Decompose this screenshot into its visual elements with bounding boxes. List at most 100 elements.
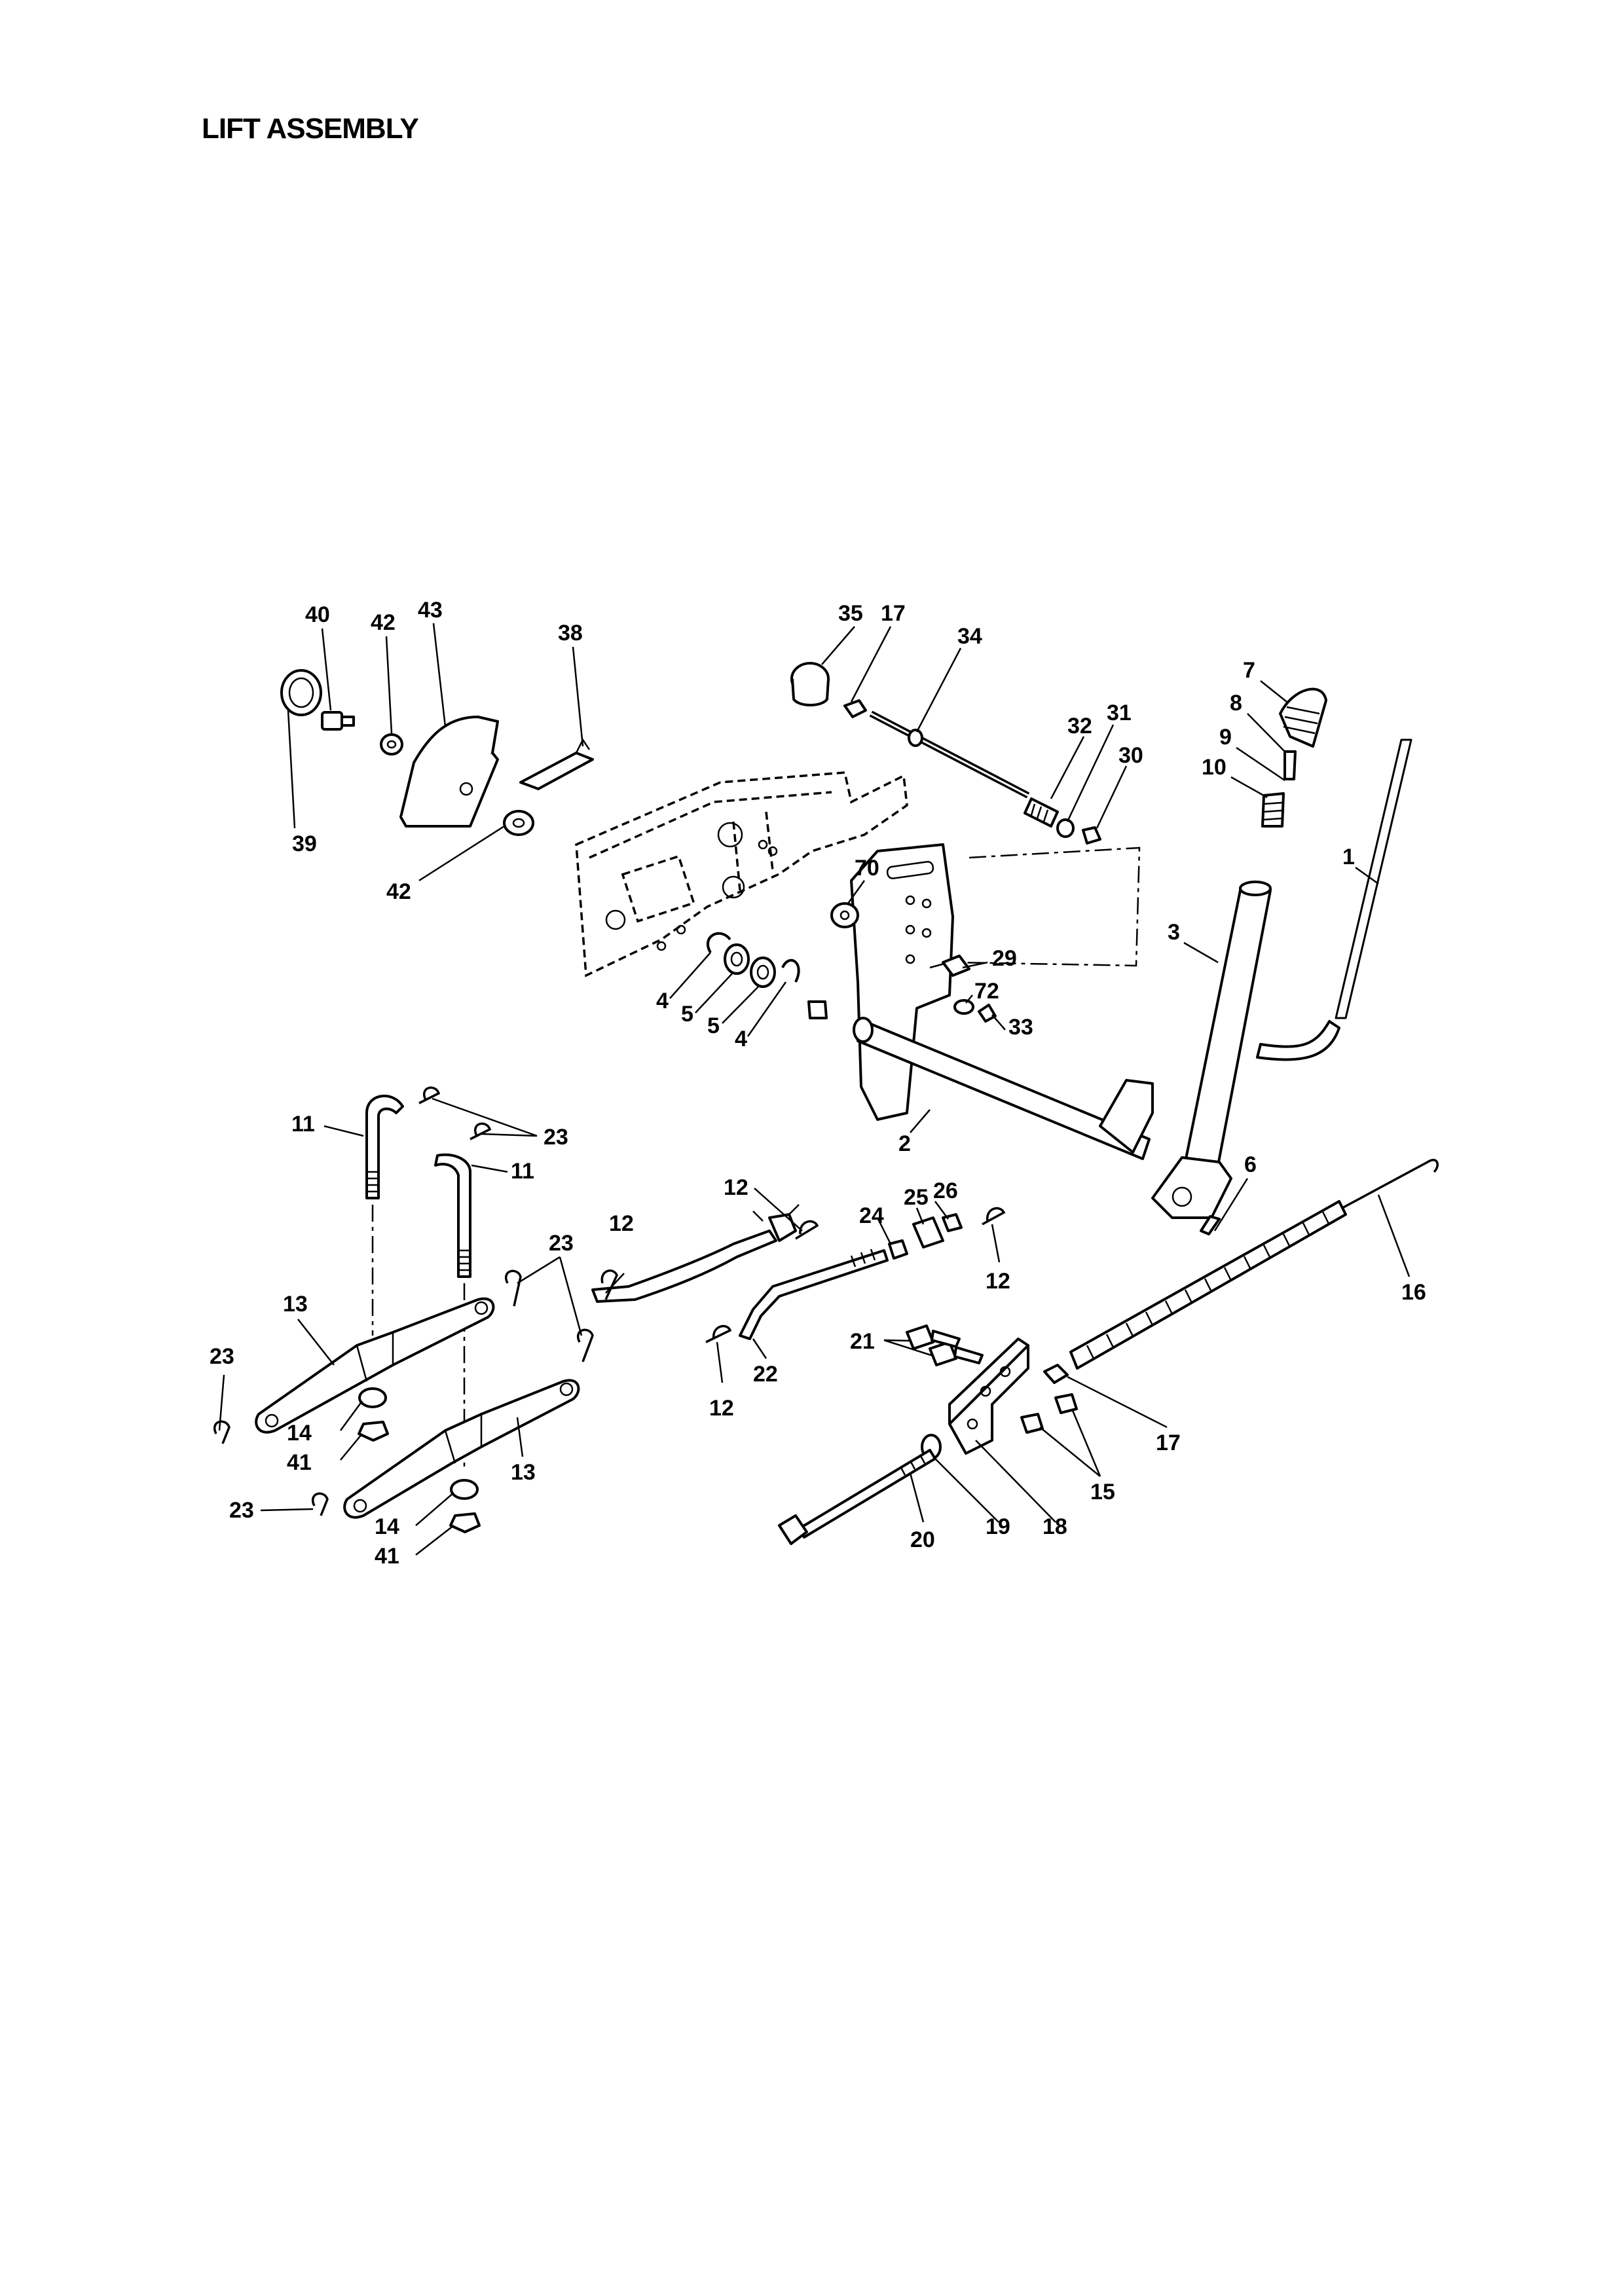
ferrule-nut-24-26: [888, 1213, 963, 1260]
part-labels: 40 42 43 38 39 42 35 17 34 32 31 30 7 8 …: [210, 598, 1426, 1569]
label-4-left: 4: [656, 989, 669, 1013]
label-23-middle: 23: [549, 1231, 574, 1256]
label-12-bottom: 12: [709, 1396, 734, 1421]
lift-rod: [1256, 738, 1412, 1061]
label-8: 8: [1230, 691, 1242, 716]
shaft-spring: [1024, 797, 1059, 828]
shaft-nut: [1082, 826, 1101, 845]
label-11-upper: 11: [291, 1112, 315, 1137]
label-41-upper: 41: [287, 1450, 312, 1475]
washer-upper: [380, 733, 403, 756]
label-12-left: 12: [609, 1211, 634, 1236]
bolt-33: [978, 1004, 997, 1023]
label-31: 31: [1107, 701, 1132, 725]
handle-spring: [1261, 792, 1285, 828]
washer-lower: [503, 810, 534, 836]
label-13-lower: 13: [511, 1460, 536, 1485]
label-29: 29: [992, 946, 1017, 971]
washer-72: [953, 999, 974, 1015]
label-18: 18: [1043, 1514, 1067, 1539]
lift-link-upper: [255, 1297, 495, 1434]
hairpin-clips: [213, 1086, 594, 1516]
label-14-lower: 14: [375, 1514, 399, 1539]
lift-link-rod-left: [365, 1095, 404, 1336]
lift-shaft-assembly: [807, 843, 1154, 1160]
snap-rings-bushings: [706, 932, 800, 988]
lift-clip: [519, 738, 594, 790]
front-drawbar: [591, 1204, 800, 1303]
label-42-lower: 42: [386, 879, 411, 904]
clips-12: [600, 1207, 1006, 1343]
label-19: 19: [986, 1514, 1010, 1539]
label-13-upper: 13: [283, 1292, 308, 1317]
label-6: 6: [1244, 1152, 1257, 1177]
lift-handle-lever: [1151, 881, 1272, 1219]
washers-nuts-lower-left: [358, 1387, 481, 1533]
label-16: 16: [1401, 1280, 1426, 1305]
bracket-nuts-15: [1020, 1393, 1078, 1434]
bolts-21: [906, 1324, 984, 1366]
lift-link-lower: [343, 1379, 580, 1519]
label-23-upper: 23: [544, 1125, 568, 1150]
label-12-right: 12: [986, 1269, 1010, 1294]
label-39: 39: [292, 831, 317, 856]
label-15: 15: [1090, 1480, 1115, 1504]
spring-bracket-18: [948, 1338, 1029, 1455]
label-20: 20: [910, 1527, 935, 1552]
height-cam: [399, 716, 499, 828]
label-5-right: 5: [707, 1013, 720, 1038]
height-adjust-knob: [280, 669, 322, 716]
trunnion-29: [929, 955, 970, 977]
label-33: 33: [1008, 1015, 1033, 1040]
pivot-reference-line: [955, 847, 1141, 967]
page-title: LIFT ASSEMBLY: [202, 113, 419, 145]
handle-pin: [1283, 750, 1297, 780]
label-26: 26: [933, 1178, 958, 1203]
handle-grip: [1279, 687, 1327, 748]
leader-lines: [218, 623, 1411, 1556]
assist-knob: [790, 662, 830, 706]
label-2: 2: [898, 1131, 911, 1156]
shoulder-bolt: [321, 711, 355, 731]
label-70: 70: [855, 856, 879, 881]
lift-link-rod-right: [434, 1153, 471, 1467]
label-21: 21: [850, 1329, 875, 1354]
label-35: 35: [838, 601, 863, 626]
label-17-upper: 17: [881, 601, 906, 626]
label-1: 1: [1342, 845, 1355, 869]
label-34: 34: [957, 624, 982, 649]
label-32: 32: [1067, 714, 1092, 738]
label-72: 72: [974, 979, 999, 1004]
label-41-lower: 41: [375, 1544, 399, 1569]
label-11-lower: 11: [511, 1159, 534, 1184]
label-7: 7: [1243, 658, 1255, 683]
adjustment-rod-22: [739, 1248, 889, 1340]
label-5-left: 5: [681, 1002, 693, 1027]
label-42-upper: 42: [371, 610, 396, 635]
label-30: 30: [1118, 743, 1143, 768]
nut-shaft: [843, 699, 867, 718]
lift-assist-spring: [1069, 1158, 1439, 1370]
label-24: 24: [859, 1203, 884, 1228]
label-10: 10: [1202, 755, 1227, 780]
label-14-upper: 14: [287, 1421, 312, 1446]
clevis-pin: [1200, 1215, 1221, 1235]
label-22: 22: [753, 1362, 778, 1387]
label-40: 40: [305, 602, 330, 627]
label-43: 43: [418, 598, 443, 623]
label-4-right: 4: [735, 1027, 747, 1051]
shaft-washer: [1056, 818, 1075, 838]
spring-nut-17: [1043, 1364, 1069, 1384]
flat-washer-70: [830, 902, 859, 928]
label-25: 25: [904, 1185, 929, 1210]
label-38: 38: [558, 621, 583, 646]
label-17-lower: 17: [1156, 1430, 1181, 1455]
label-12-top: 12: [724, 1175, 748, 1200]
threaded-shaft: [869, 710, 1030, 799]
label-3: 3: [1168, 920, 1180, 945]
chassis-frame: [575, 771, 908, 977]
label-23-left: 23: [210, 1344, 234, 1369]
label-9: 9: [1219, 725, 1232, 750]
label-23-lower: 23: [229, 1498, 254, 1523]
